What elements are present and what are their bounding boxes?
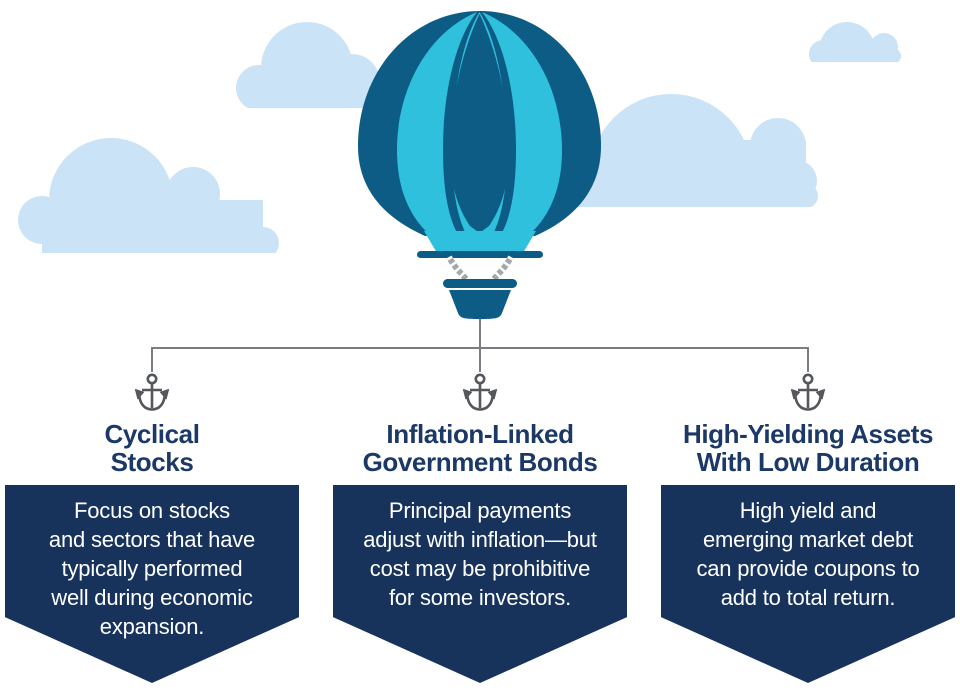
pennant-banner: High yield and emerging market debt can …: [661, 485, 955, 683]
balloon-rope: [446, 255, 514, 283]
heading-line: Government Bonds: [362, 447, 598, 477]
body-line: typically performed: [61, 556, 243, 581]
body-line: well during economic: [51, 585, 253, 610]
body-line: expansion.: [99, 614, 205, 639]
body-line: High yield and: [739, 498, 877, 523]
heading-line: Inflation-Linked: [386, 419, 574, 449]
heading-line: High-Yielding Assets: [682, 419, 934, 449]
column-cyclical-stocks: Cyclical Stocks Focus on stocks and sect…: [5, 420, 299, 692]
anchor-icon: [134, 373, 170, 411]
body-line: Principal payments: [388, 498, 572, 523]
column-heading: Cyclical Stocks: [0, 420, 322, 476]
column-heading: Inflation-Linked Government Bonds: [310, 420, 650, 476]
body-line: adjust with inflation—but: [363, 527, 597, 552]
body-line: for some investors.: [388, 585, 572, 610]
body-line: cost may be prohibitive: [369, 556, 591, 581]
heading-line: Cyclical: [104, 419, 200, 449]
hot-air-balloon-icon: [358, 11, 601, 319]
pennant-banner: Principal payments adjust with inflation…: [333, 485, 627, 683]
balloon-basket: [443, 279, 517, 319]
cloud-icon: [236, 22, 380, 108]
cloud-icon: [809, 22, 901, 62]
heading-line: Stocks: [110, 447, 194, 477]
body-line: Focus on stocks: [74, 498, 230, 523]
anchor-icon: [790, 373, 826, 411]
pennant-banner: Focus on stocks and sectors that have ty…: [5, 485, 299, 683]
bracket-connector-line: [151, 318, 809, 372]
column-heading: High-Yielding Assets With Low Duration: [638, 420, 960, 476]
column-inflation-linked-bonds: Inflation-Linked Government Bonds Princi…: [333, 420, 627, 692]
heading-line: With Low Duration: [696, 447, 920, 477]
body-line: emerging market debt: [703, 527, 913, 552]
body-line: can provide coupons to: [696, 556, 920, 581]
body-line: and sectors that have: [48, 527, 256, 552]
cloud-icon: [18, 138, 279, 253]
body-line: add to total return.: [720, 585, 896, 610]
anchor-icon: [462, 373, 498, 411]
column-high-yielding-assets: High-Yielding Assets With Low Duration H…: [661, 420, 955, 692]
